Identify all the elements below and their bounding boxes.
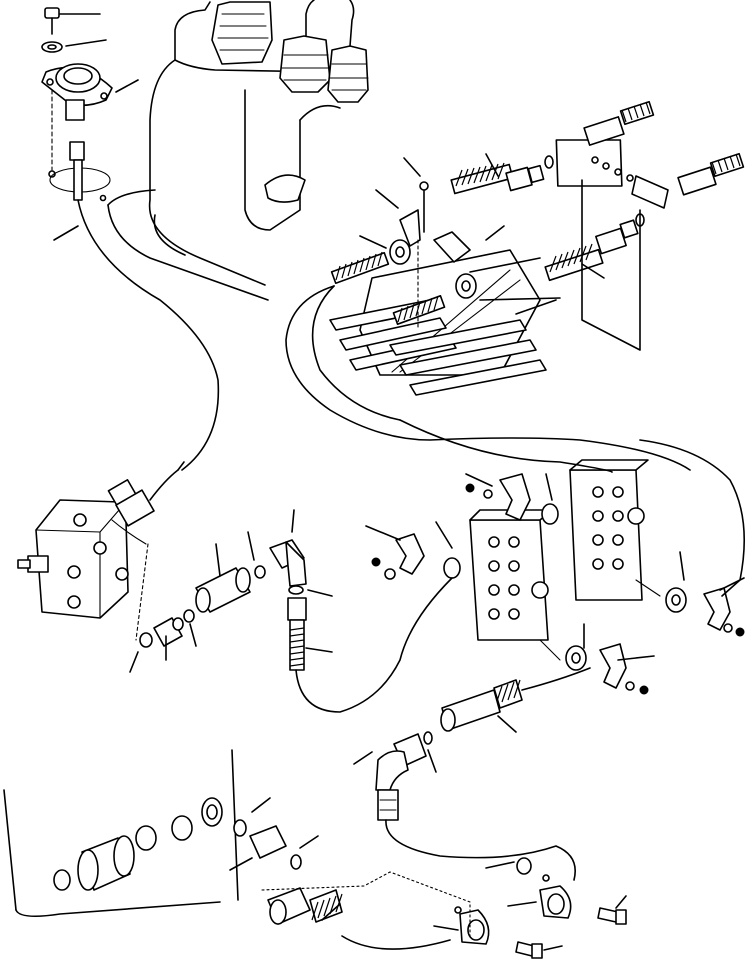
callout-leader-line	[427, 749, 437, 773]
callout-leader-line	[433, 925, 459, 931]
callout-leader-line	[365, 525, 401, 541]
callout-leader-line	[359, 235, 387, 249]
right-brackets	[371, 459, 745, 695]
callout-leader-line	[299, 835, 319, 849]
bottom-left-panel	[3, 749, 343, 925]
hose-lines	[77, 199, 746, 950]
callout-leader-line	[251, 797, 271, 813]
callout-leader-line	[375, 189, 399, 209]
lower-center-hose-fittings	[375, 679, 523, 821]
callout-leader-line	[307, 589, 333, 597]
callout-leader-line	[507, 901, 537, 907]
callout-leader-line	[435, 521, 453, 549]
callout-leader-line	[497, 715, 517, 733]
callout-leader-line	[129, 651, 139, 673]
callout-leader-line	[581, 263, 605, 279]
callout-leader-line	[403, 157, 421, 177]
callout-leader-line	[305, 647, 333, 653]
callout-leader-line	[485, 153, 499, 177]
top-left-switch-assembly	[41, 7, 113, 202]
callout-leader-line	[229, 857, 253, 871]
callout-leader-line	[617, 655, 655, 661]
callout-leader-line	[543, 945, 563, 951]
top-right-hoses	[450, 100, 745, 351]
callout-leader-line	[719, 577, 745, 591]
callout-leader-line	[247, 531, 255, 561]
callout-leader-line	[115, 79, 139, 93]
callout-leader-line	[485, 861, 515, 869]
bottom-right-clamps	[454, 857, 627, 959]
callout-leader-line	[215, 543, 221, 577]
callout-leader-line	[189, 623, 197, 647]
control-console	[107, 0, 369, 301]
callout-leaders	[53, 13, 745, 951]
center-valve-bank	[329, 181, 561, 396]
callout-leader-line	[291, 509, 295, 533]
callout-leader-line	[321, 903, 341, 921]
callout-leader-line	[485, 225, 505, 241]
callout-leader-line	[545, 473, 553, 501]
callout-leader-line	[65, 39, 107, 47]
center-adapters	[139, 539, 307, 671]
callout-leader-line	[515, 299, 557, 315]
callout-leader-line	[53, 225, 79, 241]
callout-leader-line	[679, 551, 685, 581]
callout-leader-line	[465, 473, 493, 487]
callout-leader-line	[353, 751, 373, 765]
valve-manifold-block	[17, 461, 185, 641]
callout-leader-line	[615, 895, 627, 909]
